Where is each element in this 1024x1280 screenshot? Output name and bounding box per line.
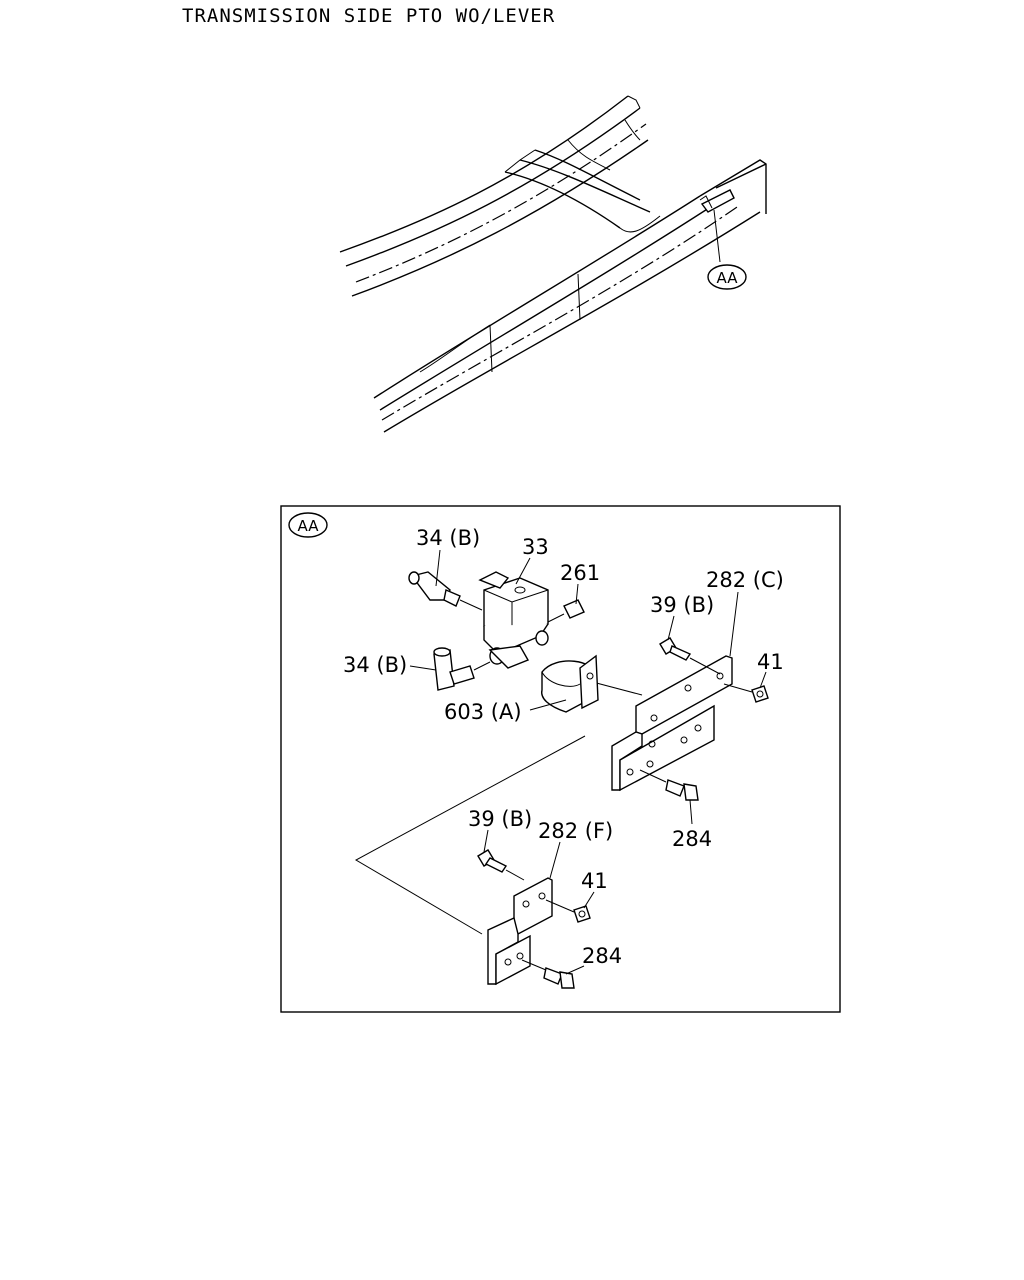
label-34b-top: 34 (B) — [416, 526, 480, 550]
label-41-top: 41 — [757, 650, 784, 674]
label-33: 33 — [522, 535, 549, 559]
detail-callout-aa[interactable]: AA — [707, 264, 747, 290]
detail-callout-label: AA — [717, 269, 739, 287]
label-34b-left: 34 (B) — [343, 653, 407, 677]
fitting-34b-top — [408, 571, 483, 611]
label-284-bottom: 284 — [582, 944, 622, 968]
label-39b-bottom: 39 (B) — [468, 807, 532, 831]
label-261: 261 — [560, 561, 600, 585]
bolt-39b-bottom — [477, 849, 525, 881]
assembly-guide-line — [354, 735, 586, 935]
nut-41-bottom — [545, 899, 591, 923]
label-41-bottom: 41 — [581, 869, 608, 893]
label-282c: 282 (C) — [706, 568, 784, 592]
plug-261 — [547, 599, 585, 623]
bolt-39b-top — [659, 637, 721, 675]
detail-box — [280, 505, 841, 1013]
leader-lines — [409, 549, 767, 975]
bracket-282f — [487, 877, 553, 986]
chassis-frame-drawing — [339, 95, 767, 433]
detail-box-ref-aa: AA — [288, 512, 328, 538]
page-title: TRANSMISSION SIDE PTO WO/LEVER — [182, 5, 556, 27]
bolt-284-top — [639, 769, 699, 801]
fitting-34b-left — [433, 647, 491, 691]
nut-41-top — [723, 683, 769, 703]
detail-box-ref-label: AA — [298, 517, 320, 535]
label-603a: 603 (A) — [444, 700, 522, 724]
clamp-603a — [541, 654, 599, 713]
label-282f: 282 (F) — [538, 819, 613, 843]
bracket-282c — [611, 655, 733, 792]
label-284-top: 284 — [672, 827, 712, 851]
label-39b-top: 39 (B) — [650, 593, 714, 617]
solenoid-valve — [478, 571, 549, 669]
